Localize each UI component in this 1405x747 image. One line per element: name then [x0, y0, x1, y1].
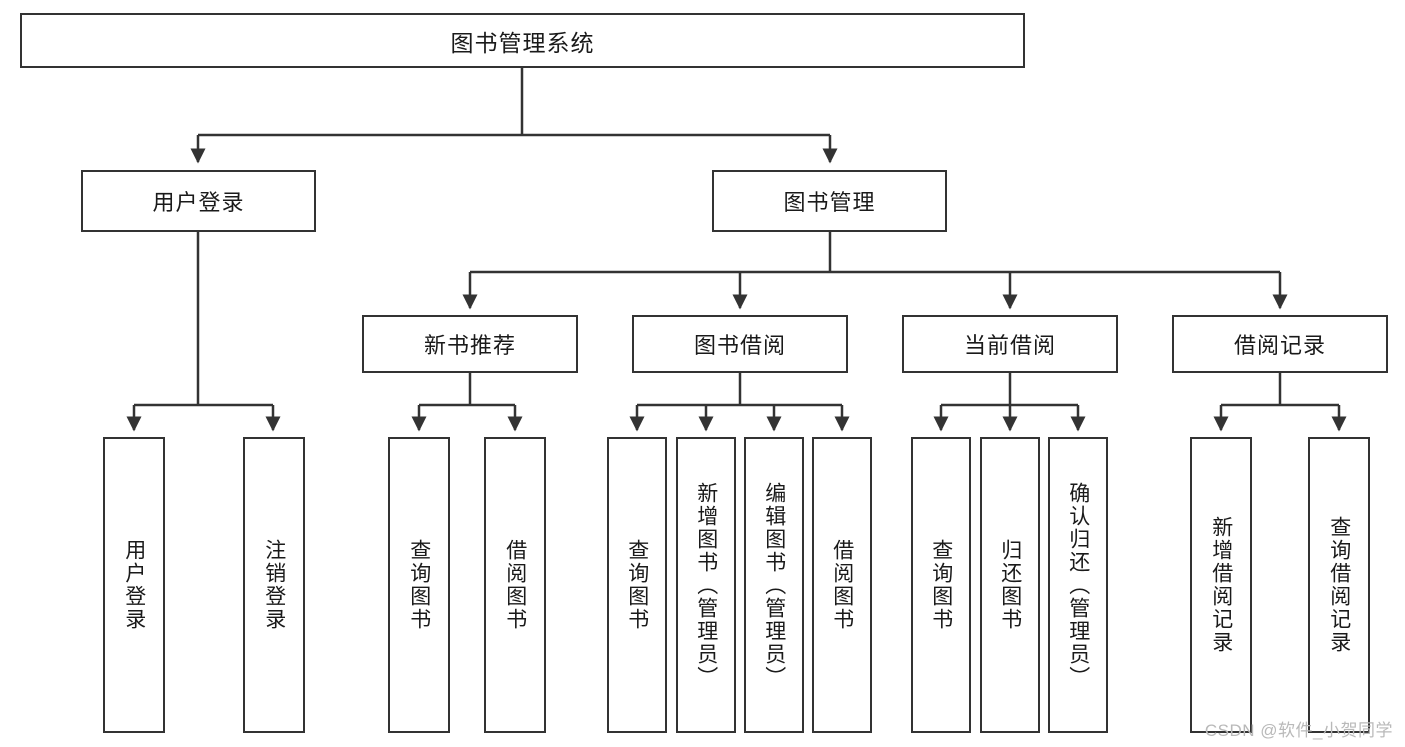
- node-label: 用户登录: [122, 539, 146, 631]
- node-label: 查询图书: [407, 539, 431, 631]
- node-book-management[interactable]: 图书管理: [712, 170, 947, 232]
- node-label: 查询图书: [929, 539, 953, 631]
- node-borrow-record[interactable]: 借阅记录: [1172, 315, 1388, 373]
- node-label: 查询图书: [625, 539, 649, 631]
- node-label: 新增借阅记录: [1209, 516, 1233, 654]
- leaf-user-logout[interactable]: 注销登录: [243, 437, 305, 733]
- csdn-watermark: CSDN @软件_小贺同学: [1204, 721, 1393, 740]
- leaf-query-book-recommend[interactable]: 查询图书: [388, 437, 450, 733]
- node-label: 当前借阅: [963, 333, 1056, 358]
- node-label: 新书推荐: [423, 333, 516, 358]
- leaf-borrow-book[interactable]: 借阅图书: [812, 437, 872, 733]
- node-label: 归还图书: [998, 539, 1022, 631]
- node-label: 新增图书（管理员）: [694, 481, 718, 689]
- node-new-book-recommend[interactable]: 新书推荐: [362, 315, 578, 373]
- leaf-query-book-current[interactable]: 查询图书: [911, 437, 971, 733]
- node-label: 借阅记录: [1233, 333, 1326, 358]
- node-label: 借阅图书: [503, 539, 527, 631]
- leaf-add-borrow-record[interactable]: 新增借阅记录: [1190, 437, 1252, 733]
- leaf-query-book-borrow[interactable]: 查询图书: [607, 437, 667, 733]
- node-label: 图书管理系统: [450, 29, 595, 56]
- node-label: 图书管理: [783, 190, 876, 215]
- node-label: 借阅图书: [830, 539, 854, 631]
- node-label: 确认归还（管理员）: [1066, 481, 1090, 689]
- node-label: 用户登录: [152, 190, 245, 215]
- leaf-confirm-return-admin[interactable]: 确认归还（管理员）: [1048, 437, 1108, 733]
- leaf-user-login[interactable]: 用户登录: [103, 437, 165, 733]
- leaf-query-borrow-record[interactable]: 查询借阅记录: [1308, 437, 1370, 733]
- node-book-borrow[interactable]: 图书借阅: [632, 315, 848, 373]
- leaf-add-book-admin[interactable]: 新增图书（管理员）: [676, 437, 736, 733]
- node-current-borrow[interactable]: 当前借阅: [902, 315, 1118, 373]
- node-root-book-management-system[interactable]: 图书管理系统: [20, 13, 1025, 68]
- node-label: 注销登录: [262, 539, 286, 631]
- node-label: 编辑图书（管理员）: [762, 481, 786, 689]
- leaf-edit-book-admin[interactable]: 编辑图书（管理员）: [744, 437, 804, 733]
- node-user-login[interactable]: 用户登录: [81, 170, 316, 232]
- node-label: 查询借阅记录: [1327, 516, 1351, 654]
- leaf-borrow-book-recommend[interactable]: 借阅图书: [484, 437, 546, 733]
- node-label: 图书借阅: [693, 333, 786, 358]
- leaf-return-book[interactable]: 归还图书: [980, 437, 1040, 733]
